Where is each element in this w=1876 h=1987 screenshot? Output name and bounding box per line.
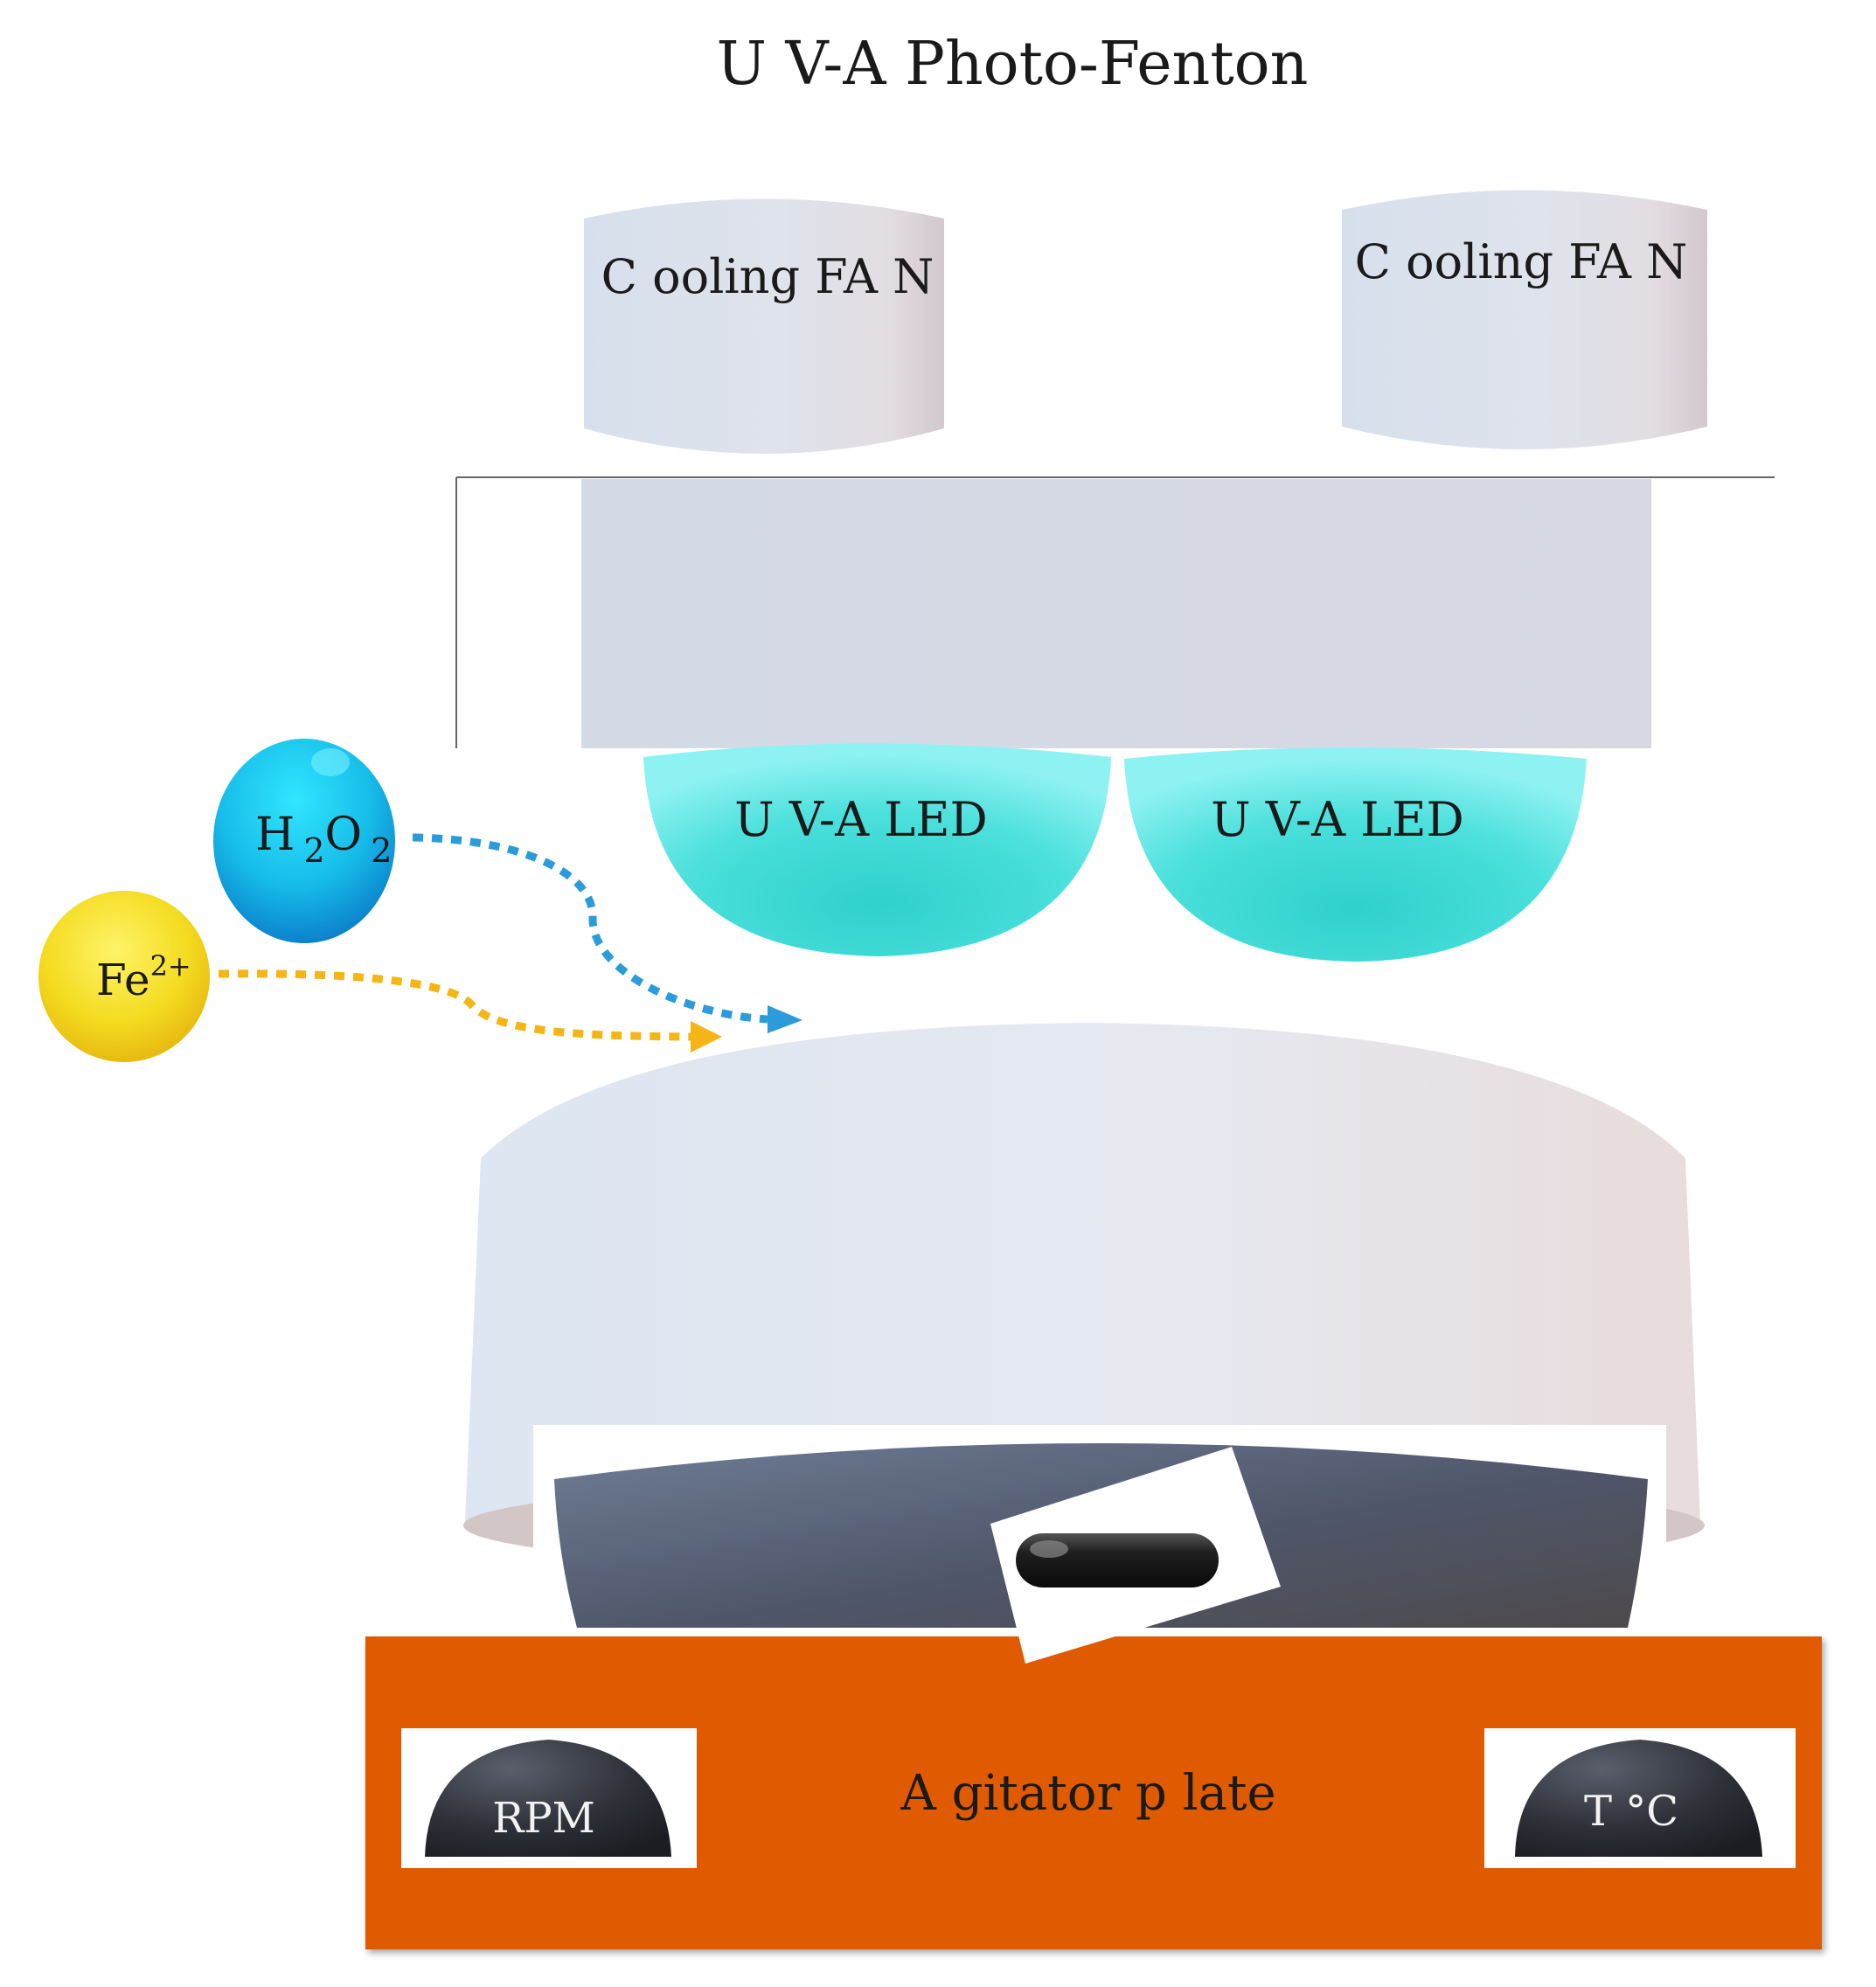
cooling-fan-right: C ooling FA N bbox=[1342, 190, 1707, 449]
temperature-knob[interactable]: T °C bbox=[1484, 1728, 1796, 1868]
led-housing bbox=[455, 476, 1775, 748]
cooling-fan-left: C ooling FA N bbox=[584, 198, 944, 454]
led-label: U V-A LED bbox=[1211, 792, 1464, 847]
stir-bar bbox=[990, 1447, 1281, 1664]
rpm-knob[interactable]: RPM bbox=[401, 1728, 697, 1868]
h2o2-arrow bbox=[412, 833, 803, 1033]
fe-label: Fe2+ bbox=[96, 949, 191, 1005]
rpm-label: RPM bbox=[492, 1794, 595, 1843]
fe2-ion: Fe2+ bbox=[38, 891, 210, 1062]
led-label: U V-A LED bbox=[734, 792, 988, 847]
uv-a-led-right: U V-A LED bbox=[1124, 747, 1587, 962]
temperature-label: T °C bbox=[1584, 1787, 1678, 1836]
diagram-title: U V-A Photo-Fenton bbox=[717, 30, 1309, 99]
agitator-label: A gitator p late bbox=[900, 1765, 1275, 1822]
uv-a-led-left: U V-A LED bbox=[643, 743, 1111, 956]
fe-arrow bbox=[218, 969, 722, 1053]
cooling-fan-label: C ooling FA N bbox=[601, 249, 935, 304]
cooling-fan-label: C ooling FA N bbox=[1355, 234, 1688, 289]
